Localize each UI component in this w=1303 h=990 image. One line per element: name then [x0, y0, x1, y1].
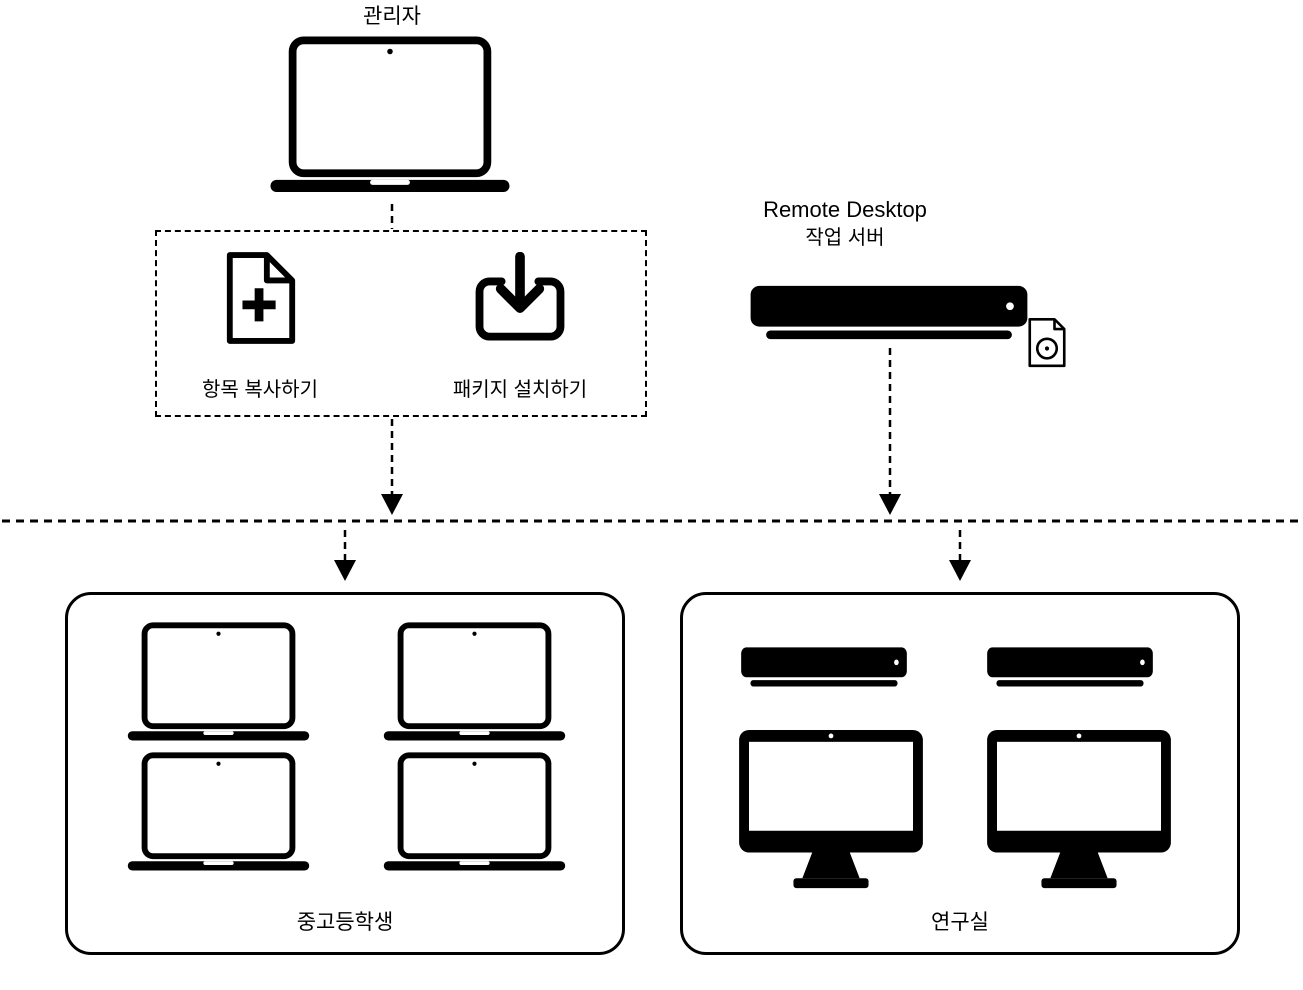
document-plus-icon — [222, 248, 300, 348]
laptop-icon — [268, 36, 512, 202]
copy-items-label: 항목 복사하기 — [202, 379, 318, 401]
install-package-label: 패키지 설치하기 — [452, 379, 588, 401]
task-server-label-line2: 작업 서버 — [805, 227, 885, 249]
students-arrowhead — [334, 560, 356, 581]
rack-server-icon — [986, 646, 1154, 690]
admin-label: 관리자 — [363, 5, 421, 28]
desktop-display-icon — [737, 728, 925, 894]
laptop-icon — [126, 622, 311, 748]
laptop-icon — [382, 622, 567, 748]
tasks-group-box — [155, 230, 647, 417]
desktop-display-icon — [985, 728, 1173, 894]
server-arrowhead — [879, 494, 901, 515]
lab-group-label: 연구실 — [931, 911, 989, 934]
students-group-label: 중고등학생 — [296, 911, 394, 934]
tasks-arrowhead — [381, 494, 403, 515]
tray-download-icon — [474, 250, 566, 346]
laptop-icon — [126, 752, 311, 878]
lab-arrowhead — [949, 560, 971, 581]
rack-server-icon — [740, 646, 908, 690]
disk-image-icon — [1026, 314, 1068, 371]
laptop-icon — [382, 752, 567, 878]
task-server-label-line1: Remote Desktop — [763, 197, 927, 222]
rack-server-icon — [748, 284, 1030, 344]
